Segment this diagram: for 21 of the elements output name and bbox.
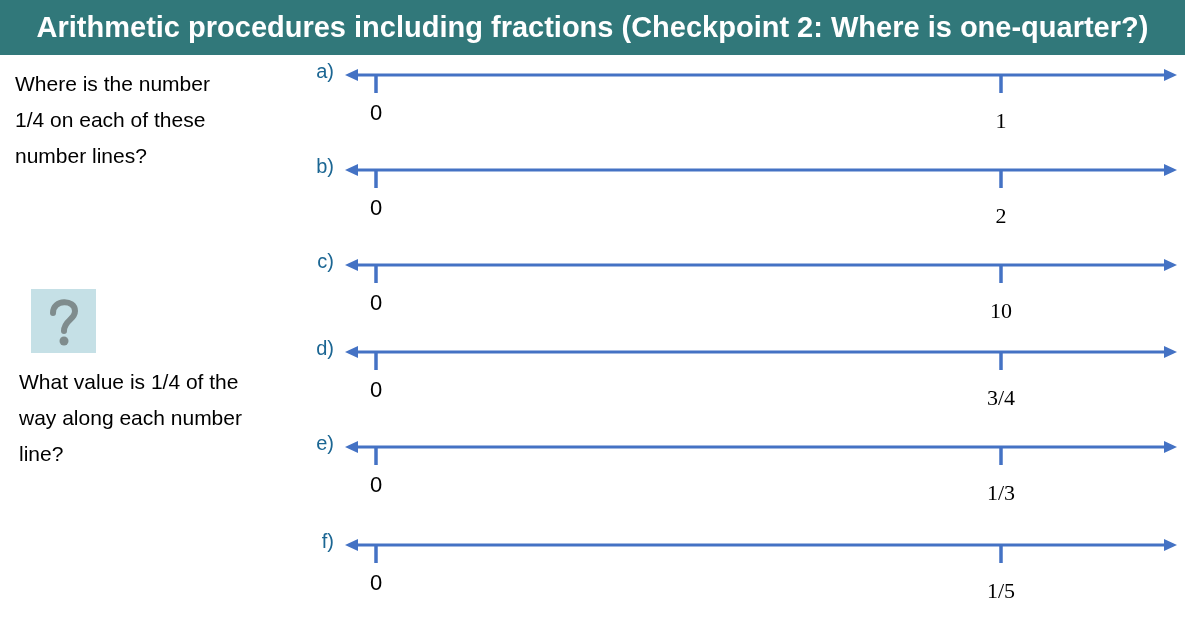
part-label: d) (316, 336, 334, 360)
part-label: b) (316, 154, 334, 178)
tick-label: 0 (369, 195, 383, 221)
tick-label: 2 (995, 203, 1007, 229)
tick-label: 1 (995, 108, 1007, 134)
part-label: c) (317, 249, 334, 273)
tick-label: 0 (369, 377, 383, 403)
tick-label: 1/5 (986, 578, 1016, 604)
part-label: f) (321, 529, 334, 553)
part-label: a) (316, 59, 334, 83)
tick-label: 3/4 (986, 385, 1016, 411)
part-label: e) (316, 431, 334, 455)
tick-label: 0 (369, 472, 383, 498)
title: Arithmetic procedures including fractions (Checkpoint 2: Where is one-quarter?) (0, 0, 1185, 55)
tick-label: 0 (369, 570, 383, 596)
tick-label: 1/3 (986, 480, 1016, 506)
tick-label: 10 (990, 298, 1012, 324)
tick-label: 0 (369, 100, 383, 126)
question-text: Where is the number 1/4 on each of these number lines? (15, 71, 211, 169)
question-text: What value is 1/4 of the way along each number line? (19, 369, 243, 467)
tick-label: 0 (369, 290, 383, 316)
